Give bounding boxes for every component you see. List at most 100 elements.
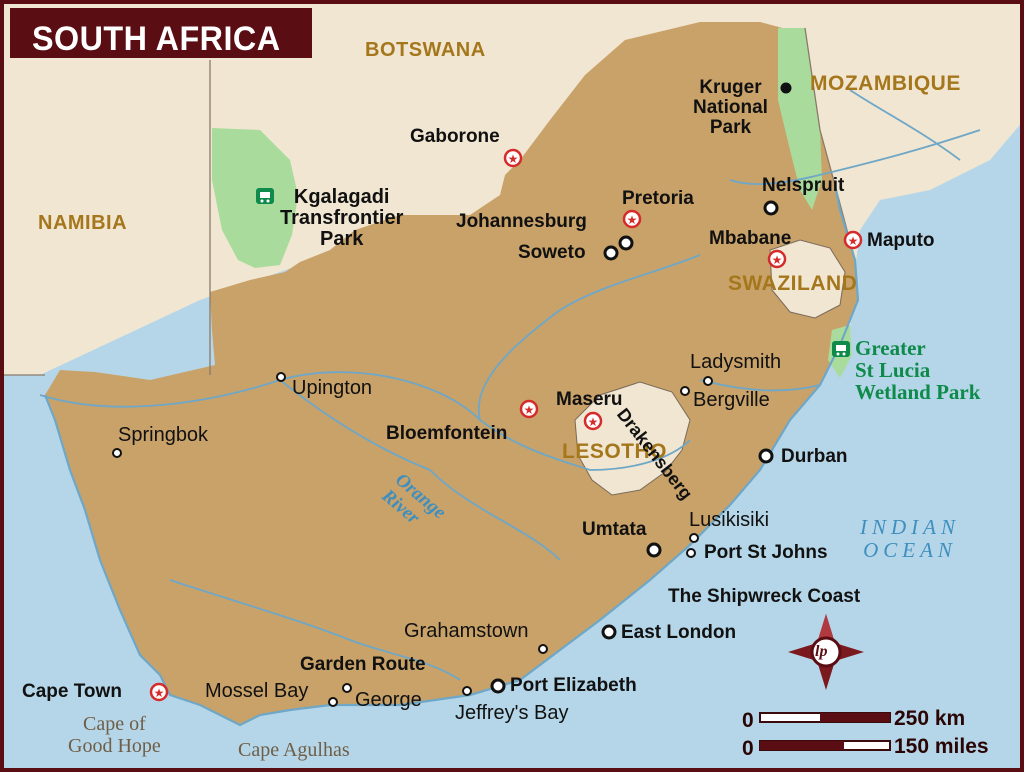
scale-km-label: 250 km [894, 707, 966, 730]
city-label-soweto: Soweto [518, 242, 586, 263]
swaziland-area [769, 239, 846, 319]
scale-km-zero: 0 [742, 709, 754, 732]
city-dot-port-elizabeth[interactable] [490, 678, 506, 694]
town-dot-bergville[interactable] [680, 386, 690, 396]
town-label-upington: Upington [292, 377, 373, 399]
country-label-namibia: NAMIBIA [38, 212, 128, 234]
lp-logo-text: lp [815, 643, 828, 660]
svg-text:★: ★ [627, 213, 638, 227]
city-dot-umtata[interactable] [646, 542, 662, 558]
kgalagadi-line-3: Park [319, 228, 364, 250]
capital-marker-cape-town[interactable]: ★ [149, 682, 169, 702]
kruger-park-area [778, 28, 822, 210]
label-kgalagadi-park: Kgalagadi Transfrontier Park [280, 187, 403, 250]
kruger-line-3: Park [709, 116, 752, 138]
label-cape-agulhas: Cape Agulhas [238, 739, 350, 761]
svg-text:★: ★ [772, 253, 783, 267]
city-label-umtata: Umtata [582, 519, 647, 540]
city-label-mbabane: Mbabane [709, 228, 792, 249]
label-kruger-national-park: Kruger National Park [693, 78, 768, 138]
town-dot-springbok[interactable] [112, 448, 122, 458]
country-label-botswana: BOTSWANA [365, 39, 486, 61]
capital-marker-maseru[interactable]: ★ [583, 411, 603, 431]
city-label-port-st-johns: Port St Johns [704, 542, 828, 563]
town-label-george: George [355, 689, 422, 711]
cape-good-hope-line-1: Cape of [83, 713, 146, 735]
town-dot-ladysmith[interactable] [703, 376, 713, 386]
city-dot-soweto[interactable] [603, 245, 619, 261]
town-label-lusikisiki: Lusikisiki [689, 509, 770, 531]
city-label-pretoria: Pretoria [622, 188, 694, 209]
country-label-lesotho: LESOTHO [562, 440, 668, 463]
city-label-cape-town: Cape Town [22, 681, 122, 702]
lesotho-area [574, 381, 691, 496]
st-lucia-line-3: Wetland Park [855, 380, 981, 405]
title-banner: SOUTH AFRICA [10, 8, 312, 58]
label-garden-route: Garden Route [300, 654, 426, 675]
kruger-line-1: Kruger [699, 77, 762, 98]
city-label-nelspruit: Nelspruit [762, 175, 845, 196]
indian-ocean-line-2: OCEAN [863, 538, 957, 563]
kgalagadi-line-1: Kgalagadi [293, 186, 390, 208]
svg-text:★: ★ [508, 152, 519, 166]
city-label-maputo: Maputo [867, 230, 935, 251]
town-label-ladysmith: Ladysmith [690, 351, 782, 373]
kgalagadi-line-2: Transfrontier [280, 207, 404, 229]
city-dot-east-london[interactable] [601, 624, 617, 640]
town-label-mossel-bay: Mossel Bay [205, 680, 309, 702]
park-icon-kgalagadi[interactable] [256, 188, 274, 204]
map-title: SOUTH AFRICA [32, 20, 281, 58]
st-lucia-line-2: St Lucia [855, 358, 931, 383]
town-label-grahamstown: Grahamstown [404, 620, 529, 642]
town-dot-george[interactable] [342, 683, 352, 693]
svg-text:★: ★ [524, 403, 535, 417]
city-label-durban: Durban [781, 446, 848, 467]
city-label-maseru: Maseru [556, 389, 623, 410]
label-cape-of-good-hope: Cape of Good Hope [68, 713, 161, 757]
town-dot-lusikisiki[interactable] [689, 533, 699, 543]
svg-text:★: ★ [848, 234, 859, 248]
city-label-east-london: East London [621, 622, 737, 643]
rivers [39, 89, 981, 681]
capital-marker-pretoria[interactable]: ★ [622, 209, 642, 229]
town-dot-grahamstown[interactable] [538, 644, 548, 654]
coastline [43, 184, 860, 727]
st-lucia-line-1: Greater [855, 336, 926, 360]
indian-ocean-line-1: INDIAN [860, 515, 960, 539]
town-dot-jeffreys-bay[interactable] [462, 686, 472, 696]
capital-marker-mbabane[interactable]: ★ [767, 249, 787, 269]
scale-bar-km [759, 712, 891, 723]
city-dot-johannesburg[interactable] [618, 235, 634, 251]
label-indian-ocean: INDIAN OCEAN [860, 515, 960, 563]
scale-bar-miles [759, 740, 891, 751]
svg-text:★: ★ [588, 415, 599, 429]
kgalagadi-park-area [212, 128, 298, 268]
park-icon-st-lucia[interactable] [832, 341, 850, 357]
city-label-port-elizabeth: Port Elizabeth [510, 675, 637, 696]
country-label-mozambique: MOZAMBIQUE [810, 72, 961, 95]
town-dot-port-st-johns[interactable] [686, 548, 696, 558]
capital-marker-bloemfontein[interactable]: ★ [519, 399, 539, 419]
city-dot-kruger[interactable] [780, 82, 792, 94]
town-dot-mossel-bay[interactable] [328, 697, 338, 707]
borders [0, 27, 856, 376]
city-label-johannesburg: Johannesburg [456, 211, 587, 232]
kruger-line-2: National [693, 96, 768, 118]
label-st-lucia-park: Greater St Lucia Wetland Park [855, 337, 980, 403]
town-dot-upington[interactable] [276, 372, 286, 382]
cape-good-hope-line-2: Good Hope [68, 735, 161, 757]
city-dot-nelspruit[interactable] [763, 200, 779, 216]
town-label-bergville: Bergville [693, 389, 770, 411]
compass-icon [788, 614, 864, 690]
city-dot-durban[interactable] [758, 448, 774, 464]
town-label-jeffreys-bay: Jeffrey's Bay [455, 702, 569, 724]
country-label-swaziland: SWAZILAND [728, 272, 858, 295]
capital-marker-maputo[interactable]: ★ [843, 230, 863, 250]
scale-miles-zero: 0 [742, 737, 754, 760]
scale-miles-label: 150 miles [894, 735, 989, 758]
capital-marker-gaborone[interactable]: ★ [503, 148, 523, 168]
city-label-bloemfontein: Bloemfontein [386, 423, 508, 444]
